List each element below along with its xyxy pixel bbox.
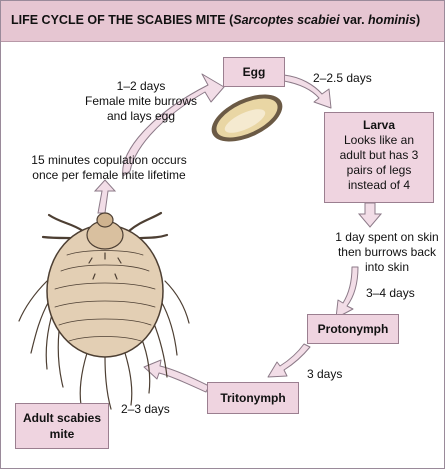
larva-desc-line: adult but has 3 <box>339 148 419 162</box>
stage-protonymph-box: Protonymph <box>307 314 399 344</box>
figure-header: LIFE CYCLE OF THE SCABIES MITE (Sarcopte… <box>1 1 444 42</box>
larva-desc-line: Looks like an <box>343 133 415 147</box>
stage-larva-label: Larva <box>362 118 396 132</box>
stage-adult-label: Adult scabies <box>22 411 102 425</box>
stage-tritonymph-box: Tritonymph <box>207 382 299 414</box>
arrow-protonymph-to-tritonymph <box>267 343 311 378</box>
stage-egg-label: Egg <box>242 65 266 79</box>
adult-mite-illustration <box>18 211 190 410</box>
stage-adult-box: Adult scabies mite <box>15 403 109 449</box>
arrow-egg-to-larva <box>283 74 332 109</box>
stage-adult-label: mite <box>49 427 75 441</box>
transition-tritonymph-to-adult: 2–3 days <box>121 402 170 416</box>
stage-protonymph-label: Protonymph <box>317 322 389 336</box>
stage-egg-box: Egg <box>223 57 285 87</box>
arrow-larva-down <box>357 202 383 228</box>
transition-adult-to-egg: 1–2 days Female mite burrows and lays eg… <box>84 79 198 123</box>
stage-larva-box: Larva Looks like an adult but has 3 pair… <box>324 112 434 203</box>
stage-tritonymph-label: Tritonymph <box>220 391 286 405</box>
larva-desc-line: instead of 4 <box>347 178 411 192</box>
arrow-larva-to-protonymph <box>335 266 359 319</box>
copulation-note: 15 minutes copulation occurs once per fe… <box>31 153 187 182</box>
larva-skin-note: 1 day spent on skin then burrows back in… <box>335 230 439 274</box>
arrow-copulation <box>93 179 117 214</box>
figure-title: LIFE CYCLE OF THE SCABIES MITE (Sarcopte… <box>11 13 421 27</box>
arrow-tritonymph-to-adult <box>143 359 210 393</box>
arrow-adult-to-egg <box>122 73 225 177</box>
transition-protonymph-to-tritonymph: 3 days <box>307 367 343 381</box>
transition-larva-to-protonymph: 3–4 days <box>366 286 415 300</box>
larva-desc-line: pairs of legs <box>346 163 412 177</box>
transition-egg-to-larva: 2–2.5 days <box>313 71 372 85</box>
egg-illustration <box>211 94 283 142</box>
